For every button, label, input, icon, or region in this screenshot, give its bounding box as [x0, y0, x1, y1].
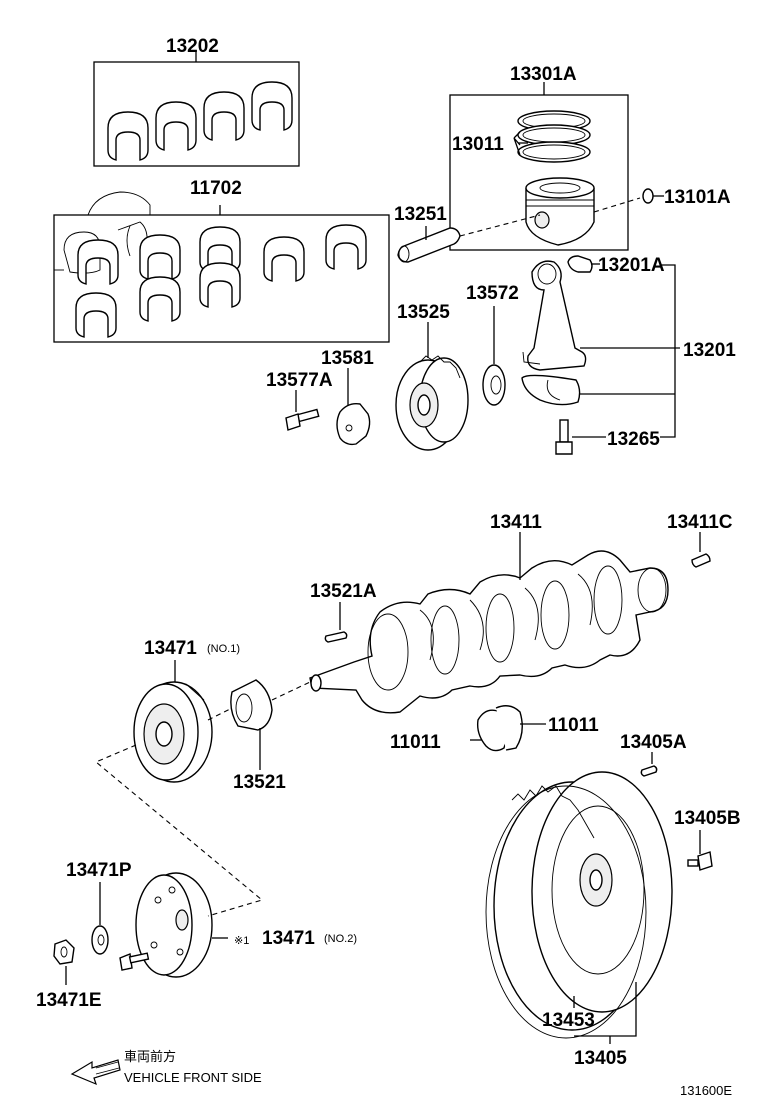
label-11011-right: 11011 [548, 715, 599, 736]
connecting-rod-bushing[interactable] [567, 255, 593, 273]
crankshaft-timing-pulley[interactable] [230, 679, 273, 731]
label-11011-left: 11011 [390, 732, 441, 753]
connecting-rod-bolt[interactable] [555, 419, 573, 455]
label-13581: 13581 [321, 348, 374, 369]
flywheel[interactable] [493, 771, 673, 1031]
label-13471-no2: 13471 [262, 928, 315, 949]
vehicle-front-jp: 車両前方 [124, 1049, 176, 1064]
vehicle-front-en: VEHICLE FRONT SIDE [124, 1070, 262, 1085]
label-no2: (NO.2) [324, 933, 357, 945]
label-13525: 13525 [397, 302, 450, 323]
label-13251: 13251 [394, 204, 447, 225]
label-13411: 13411 [490, 512, 542, 533]
crankshaft-main-bearing-set[interactable] [53, 191, 390, 343]
piston-pin-snap-ring[interactable] [642, 188, 654, 204]
label-mark-1: ※1 [234, 935, 249, 947]
flywheel-ring-gear[interactable] [485, 785, 647, 1039]
vehicle-front-arrow-icon [70, 1059, 121, 1086]
piston-sub-assembly[interactable] [449, 82, 629, 251]
crankshaft-thrust-washer[interactable] [482, 364, 506, 406]
crankshaft-thrust-bearing-set[interactable] [93, 52, 300, 167]
pulley-set-bolt[interactable] [119, 952, 150, 971]
oil-pump-gear-bolt[interactable] [285, 408, 320, 431]
crankshaft-timing-gear[interactable] [395, 355, 469, 451]
label-13521a: 13521A [310, 581, 377, 602]
connecting-rod-sub-assembly[interactable] [521, 260, 587, 406]
label-11702: 11702 [190, 178, 242, 199]
label-13011: 13011 [452, 134, 504, 155]
label-13265: 13265 [607, 429, 660, 450]
label-13521: 13521 [233, 772, 286, 793]
crankshaft-oil-seal-retainer[interactable] [476, 705, 523, 752]
label-13405b: 13405B [674, 808, 741, 829]
label-13201: 13201 [683, 340, 736, 361]
crankshaft[interactable] [309, 550, 669, 714]
label-13101a: 13101A [664, 187, 731, 208]
label-no1: (NO.1) [207, 643, 240, 655]
label-13572: 13572 [466, 283, 519, 304]
label-13471-no1: 13471 [144, 638, 197, 659]
label-13471p: 13471P [66, 860, 132, 881]
crankshaft-key[interactable] [324, 631, 348, 643]
label-13577a: 13577A [266, 370, 333, 391]
diagram-code: 131600E [680, 1083, 732, 1098]
pulley-plate-washer[interactable] [91, 925, 109, 955]
flywheel-bolt[interactable] [687, 851, 713, 871]
label-13301a: 13301A [510, 64, 577, 85]
crankshaft-pulley-no1[interactable] [133, 681, 213, 783]
label-13471e: 13471E [36, 990, 102, 1011]
label-13405a: 13405A [620, 732, 687, 753]
label-13453: 13453 [542, 1010, 595, 1031]
pulley-nut[interactable] [53, 939, 75, 965]
label-13411c: 13411C [667, 512, 733, 533]
label-13405: 13405 [574, 1048, 627, 1069]
crankshaft-pin[interactable] [691, 553, 711, 568]
crankshaft-pulley-no2[interactable] [135, 872, 213, 978]
label-13201a: 13201A [598, 255, 665, 276]
crankshaft-oil-pump-drive-gear[interactable] [336, 402, 371, 446]
label-13202: 13202 [166, 36, 219, 57]
flywheel-pin[interactable] [640, 765, 658, 777]
piston-pin[interactable] [397, 227, 461, 263]
